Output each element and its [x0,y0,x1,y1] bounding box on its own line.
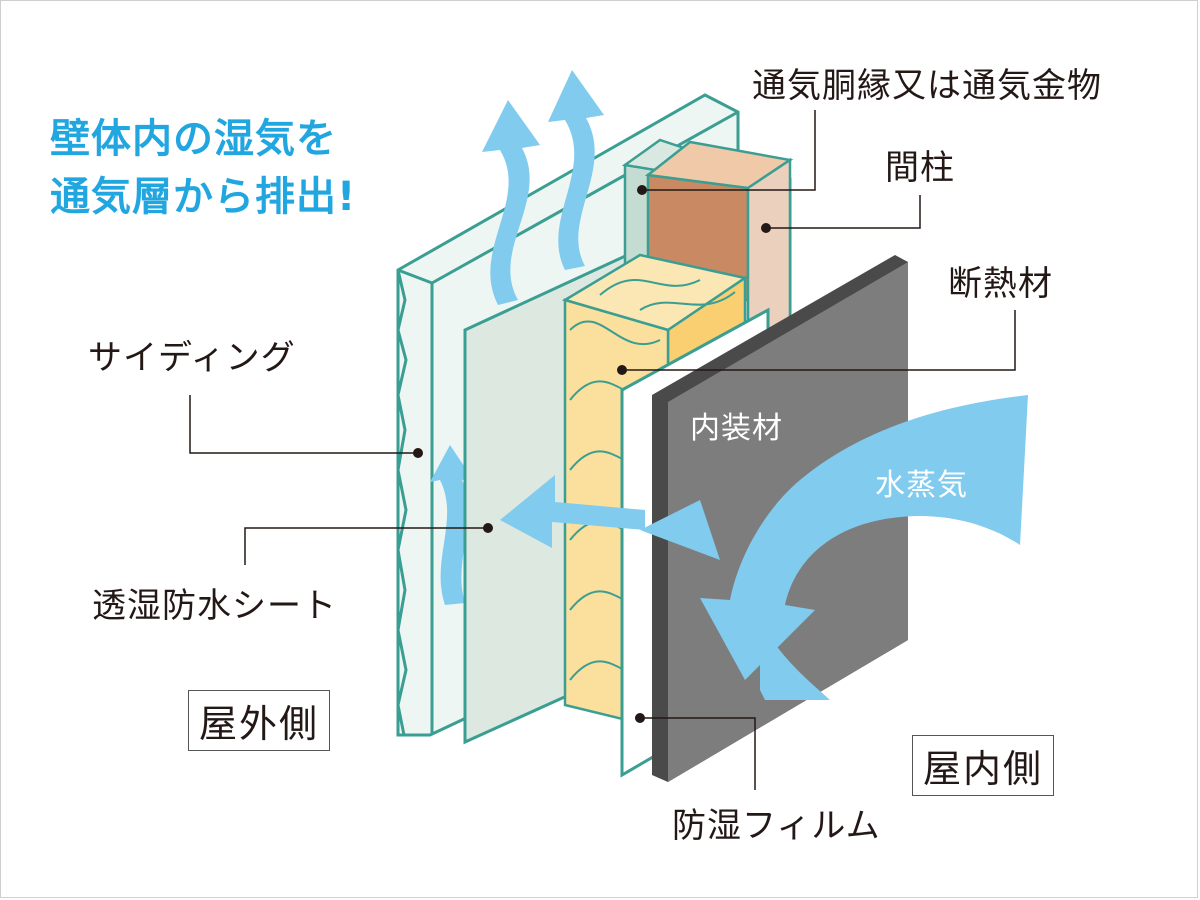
label-siding: サイディング [88,338,296,378]
leader-siding [189,395,418,454]
label-water-vapor: 水蒸気 [875,468,968,503]
label-vapor-film: 防湿フィルム [672,806,881,846]
leader-dots [413,185,771,723]
leader-lines [189,110,1016,790]
stud-block [644,140,794,363]
leader-vent-furring [642,110,816,191]
label-breathable-sheet: 透湿防水シート [92,586,337,626]
label-stud: 間柱 [885,148,955,188]
label-vent-furring: 通気胴縁又は通気金物 [752,66,1102,106]
label-outdoor-side: 屋外側 [188,690,331,751]
water-vapor-arrow [640,395,1028,700]
leader-stud [766,195,921,229]
leader-insulation [622,310,1016,371]
leader-breathable-sheet [244,527,488,565]
label-interior-finish: 内装材 [690,411,783,446]
headline-line-2: 通気層から排出! [50,174,357,220]
headline-line-1: 壁体内の湿気を [50,116,337,162]
headline: 壁体内の湿気を 通気層から排出! [50,110,356,226]
label-insulation: 断熱材 [948,264,1053,304]
label-indoor-side: 屋内側 [912,735,1055,796]
leader-vapor-film [640,717,756,790]
upward-air-arrows [430,70,604,605]
leftward-diffusion-arrow [500,475,645,548]
